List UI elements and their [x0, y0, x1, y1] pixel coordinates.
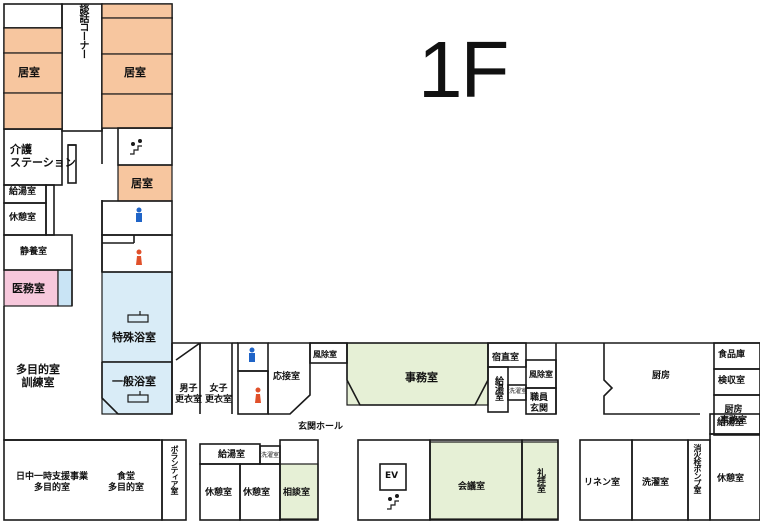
residence-fill — [101, 17, 173, 55]
stairs-icon — [130, 139, 143, 155]
office-fill — [429, 441, 523, 520]
female-restroom-icon — [255, 387, 261, 403]
label-break-room: 休憩室 — [205, 488, 233, 498]
label-kitchenette: 給湯室 — [493, 376, 503, 400]
label-laundry-small: 洗濯室 — [261, 452, 280, 459]
female-restroom-icon — [136, 249, 142, 265]
bathtub-icon — [127, 391, 149, 403]
label-kitchenette: 給湯室 — [9, 187, 37, 197]
room-outline — [713, 394, 760, 436]
label-entrance-hall: 玄関ホール — [298, 422, 344, 432]
label-medical-room: 医務室 — [12, 282, 45, 295]
label-meeting-room: 会議室 — [458, 482, 486, 492]
residence-fill — [101, 3, 173, 19]
label-inspection-room: 検収室 — [718, 376, 746, 386]
label-rest-room: 静養室 — [20, 247, 48, 257]
room-outline — [379, 463, 407, 491]
label-night-duty: 宿直室 — [492, 353, 520, 363]
office-fill — [279, 463, 319, 520]
label-special-bath: 特殊浴室 — [112, 331, 156, 344]
label-staff-entrance: 職員 玄関 — [530, 393, 549, 414]
label-dining: 食堂 多目的室 — [108, 472, 145, 493]
label-kitchenette: 給湯室 — [717, 418, 745, 428]
label-elevator: EV — [385, 471, 399, 481]
medical-fill — [3, 269, 59, 307]
label-office: 事務室 — [405, 371, 438, 384]
label-womens-locker: 女子 更衣室 — [205, 384, 233, 405]
room-outline — [3, 234, 73, 271]
label-care-station: 介護 ステーション — [10, 143, 76, 169]
label-break-room: 休憩室 — [717, 474, 745, 484]
room-outline — [709, 433, 760, 521]
residence-fill — [101, 93, 173, 129]
room-outline — [521, 439, 559, 521]
label-danwa-corner: 談話コーナー — [77, 4, 88, 58]
label-windbreak: 風除室 — [529, 370, 553, 379]
bath-fill — [101, 361, 173, 415]
label-pantry: 食品庫 — [718, 350, 746, 360]
male-restroom-icon — [249, 347, 255, 362]
label-kitchen: 厨房 — [652, 371, 671, 381]
label-consultation-room: 相談室 — [283, 488, 311, 498]
room-outline — [3, 3, 63, 29]
label-break-room: 休憩室 — [243, 488, 271, 498]
room-outline — [45, 184, 55, 236]
stairs-icon — [387, 494, 400, 510]
label-laundry-room: 洗濯室 — [642, 478, 670, 488]
room-outline — [101, 234, 173, 273]
label-laundry-small: 洗濯室 — [509, 388, 528, 395]
label-day-support: 日中一時支援事業 多目的室 — [16, 472, 89, 493]
office-fill — [346, 342, 489, 406]
label-kitchen-office: 厨房 事務室 — [720, 405, 748, 426]
office-fill — [521, 441, 559, 520]
room-outline — [117, 127, 173, 166]
bathtub-icon — [127, 311, 149, 323]
label-residence: 居室 — [18, 66, 40, 79]
label-reception-room: 応接室 — [273, 372, 301, 382]
label-break-room: 休憩室 — [9, 213, 37, 223]
label-residence: 居室 — [124, 66, 146, 79]
label-residence: 居室 — [131, 177, 153, 190]
label-kitchenette: 給湯室 — [218, 450, 246, 460]
label-linen-room: リネン室 — [584, 478, 621, 488]
residence-fill — [3, 92, 63, 130]
label-volunteer-room: ボランティア室 — [170, 445, 179, 494]
room-outline — [237, 370, 269, 415]
room-outline — [161, 439, 187, 521]
residence-fill — [101, 53, 173, 95]
bath-fill — [101, 271, 173, 363]
medical-side-fill — [57, 269, 73, 307]
label-fire-pump-room: 消火栓ポンプ室 — [693, 444, 702, 493]
label-multipurpose-training: 多目的室 訓練室 — [16, 363, 60, 389]
room-outline — [279, 439, 319, 521]
residence-fill — [3, 52, 63, 94]
label-general-bath: 一般浴室 — [112, 375, 156, 388]
label-windbreak: 風除室 — [313, 350, 337, 359]
label-mens-locker: 男子 更衣室 — [175, 384, 203, 405]
residence-fill — [3, 27, 63, 54]
label-chapel: 礼拝室 — [535, 468, 545, 492]
floor-label: 1F — [418, 25, 509, 114]
room-outline — [67, 144, 77, 184]
male-restroom-icon — [136, 207, 142, 222]
